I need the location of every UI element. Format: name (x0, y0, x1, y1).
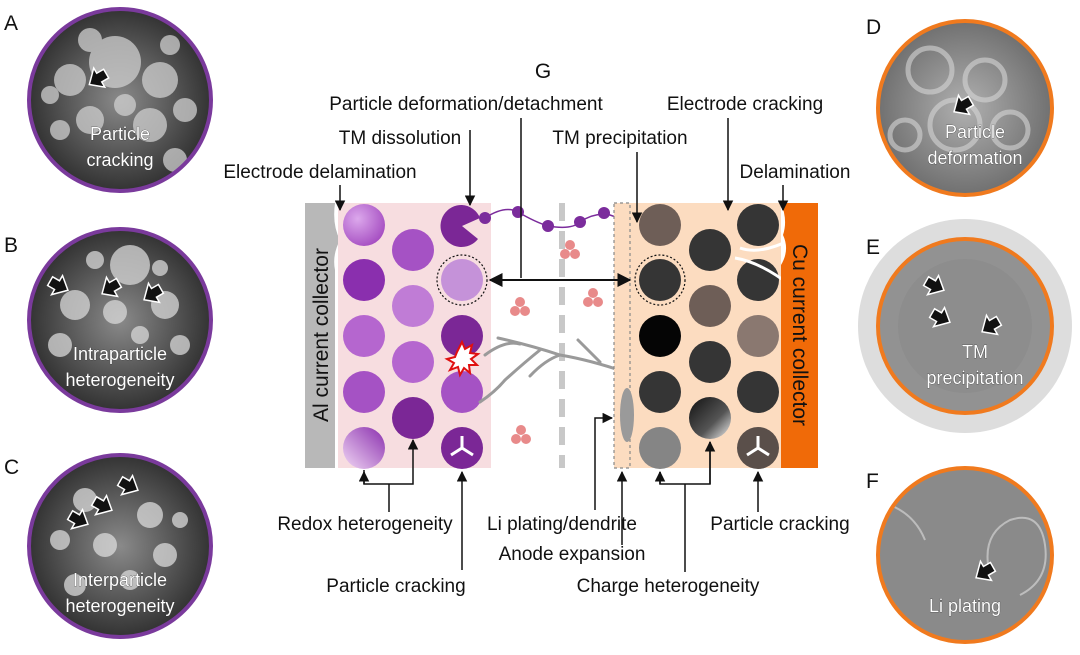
arrow-b1 (46, 273, 69, 296)
panel-letter-b: B (4, 234, 18, 257)
panel-b: B Intraparticle heterogeneity (4, 227, 213, 413)
arrow-e2 (928, 305, 951, 328)
arrow-c3 (116, 473, 139, 496)
panel-letter-d: D (866, 16, 881, 39)
panel-letter-g: G (535, 60, 551, 83)
micrograph-e (878, 239, 1052, 413)
li-plating-deposit (620, 388, 634, 442)
panel-letter-a: A (4, 12, 18, 35)
panel-d: D Particle deformation (866, 16, 1054, 197)
ring-e (876, 237, 1054, 415)
label-tm-dissolution: TM dissolution (339, 128, 476, 207)
li-plating-leader (594, 412, 614, 510)
ring-f (876, 466, 1054, 644)
anode-expansion-label: Anode expansion (499, 544, 646, 565)
tm-precipitation-label: TM precipitation (552, 128, 687, 149)
cathode-particles (343, 204, 488, 469)
arrow-c2 (90, 493, 113, 516)
caption-a-2: cracking (86, 150, 153, 170)
cu-current-collector: Cu current collector (781, 203, 818, 468)
panel-letter-c: C (4, 456, 19, 479)
caption-c-2: heterogeneity (65, 596, 174, 616)
label-electrode-cracking: Electrode cracking (667, 94, 823, 212)
label-charge-heterogeneity: Charge heterogeneity (577, 440, 760, 597)
caption-b-2: heterogeneity (65, 370, 174, 390)
label-electrode-delamination: Electrode delamination (223, 162, 417, 212)
panel-letter-f: F (866, 470, 879, 493)
caption-c-1: Interparticle (73, 570, 167, 590)
label-particle-cracking-right: Particle cracking (710, 470, 850, 535)
caption-e-1: TM (962, 342, 988, 362)
caption-d-1: Particle (945, 122, 1005, 142)
arrow-a (88, 66, 110, 89)
panel-f: F Li plating (866, 466, 1054, 644)
cracking-burst-icon (444, 339, 481, 378)
ring-d (876, 19, 1054, 197)
ring-b (27, 227, 213, 413)
panel-c: C Interparticle heterogeneity (4, 453, 213, 639)
caption-a-1: Particle (90, 124, 150, 144)
arrow-b3 (143, 281, 165, 304)
particle-cracking-left-label: Particle cracking (326, 576, 465, 597)
al-collector-label: Al current collector (310, 248, 333, 422)
arrow-b2 (101, 275, 123, 298)
li-plating-label: Li plating/dendrite (487, 514, 637, 535)
micrograph-b-particles (48, 245, 190, 357)
label-particle-cracking-left: Particle cracking (326, 470, 468, 597)
label-particle-deformation: Particle deformation/detachment (329, 94, 603, 278)
caption-b-1: Intraparticle (73, 344, 167, 364)
li-salt-clusters (510, 240, 603, 444)
li-dendrite (478, 336, 627, 404)
cu-collector-label: Cu current collector (788, 244, 811, 426)
caption-e-2: precipitation (926, 368, 1023, 388)
label-redox-heterogeneity: Redox heterogeneity (277, 438, 453, 535)
label-tm-precipitation: TM precipitation (552, 128, 688, 224)
charge-heterogeneity-label: Charge heterogeneity (577, 576, 760, 597)
label-delamination: Delamination (740, 162, 851, 212)
caption-d-2: deformation (927, 148, 1022, 168)
panel-a: A Particle cracking (4, 7, 213, 193)
ring-a (27, 7, 213, 193)
al-current-collector: Al current collector (305, 203, 340, 468)
redox-heterogeneity-label: Redox heterogeneity (277, 514, 453, 535)
tm-dissolution-label: TM dissolution (339, 128, 462, 149)
arrow-e1 (922, 273, 945, 296)
caption-f-1: Li plating (929, 596, 1001, 616)
particle-deformation-label: Particle deformation/detachment (329, 94, 603, 115)
arrow-c1 (66, 507, 89, 530)
arrow-e3 (981, 313, 1003, 336)
micrograph-c-particles (50, 488, 188, 596)
panel-letter-e: E (866, 236, 880, 259)
micrograph-d-particles (887, 45, 1031, 153)
arrow-f (975, 559, 997, 582)
electrode-cracking-label: Electrode cracking (667, 94, 823, 115)
particle-cracking-right-label: Particle cracking (710, 514, 849, 535)
ring-c (27, 453, 213, 639)
delamination-label: Delamination (740, 162, 851, 183)
label-anode-expansion: Anode expansion (499, 470, 646, 565)
label-li-plating: Li plating/dendrite (487, 412, 637, 535)
anode-expansion-box (613, 202, 631, 469)
electrode-delamination-label: Electrode delamination (223, 162, 416, 183)
arrow-d (953, 93, 975, 116)
micrograph-f (878, 468, 1052, 642)
panel-e: E TM precipitation (858, 219, 1072, 433)
micrograph-a-particles (41, 28, 197, 172)
